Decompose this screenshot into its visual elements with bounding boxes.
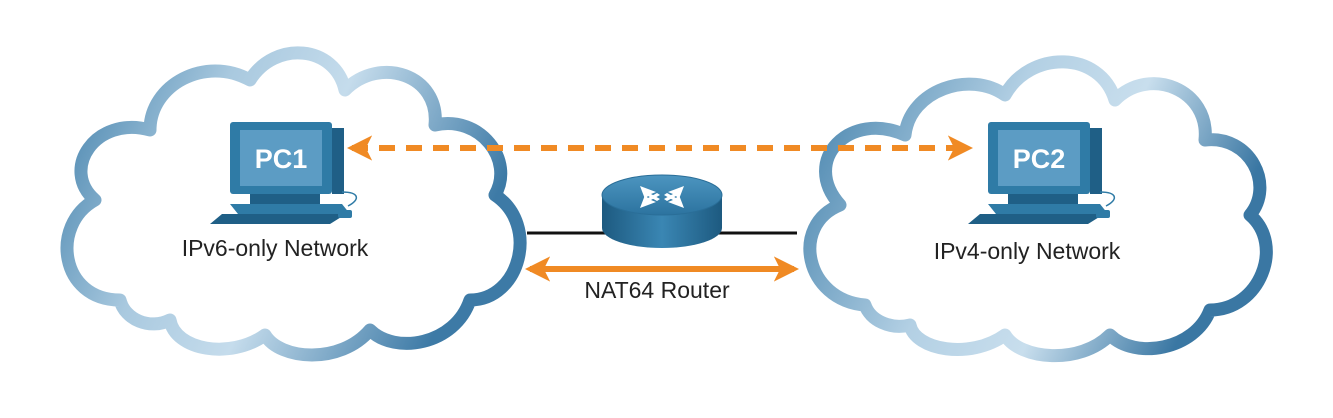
router-icon[interactable] xyxy=(601,174,723,248)
pc2-label: PC2 xyxy=(1013,144,1066,174)
pc2-icon[interactable]: PC2 xyxy=(968,122,1115,224)
pc1-label: PC1 xyxy=(255,144,308,174)
ipv6-network-label: IPv6-only Network xyxy=(182,235,369,261)
router-label: NAT64 Router xyxy=(584,277,730,303)
pc1-icon[interactable]: PC1 xyxy=(210,122,357,224)
ipv4-network-label: IPv4-only Network xyxy=(934,238,1121,264)
